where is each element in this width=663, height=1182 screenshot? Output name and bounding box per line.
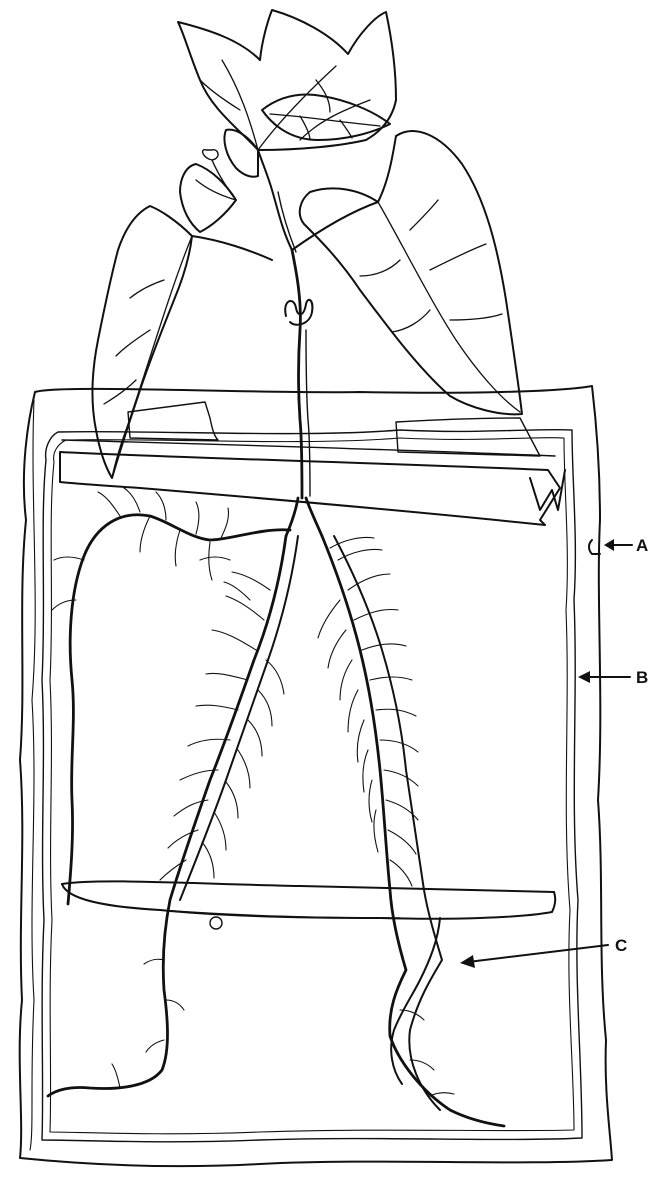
label-a-arrowhead: [604, 539, 614, 551]
root-left-main: [48, 536, 286, 1096]
lateral-roots-left: [160, 557, 284, 880]
label-c-arrowhead: [460, 955, 475, 968]
label-a: A: [636, 536, 648, 555]
right-leaf: [300, 131, 522, 414]
root-far-left: [68, 515, 290, 904]
label-c: C: [615, 936, 627, 955]
root-right-main-2: [334, 536, 442, 1110]
center-left-leaf: [224, 130, 258, 177]
top-clip-strip: [60, 402, 565, 525]
branch-left: [192, 236, 272, 260]
bud: [203, 150, 218, 160]
lateral-roots-right: [318, 537, 418, 886]
plant-stem: [192, 150, 378, 498]
root-right-main: [322, 536, 504, 1126]
clip-top-edge: [62, 440, 555, 456]
left-leaf: [92, 206, 192, 478]
roots: [48, 488, 504, 1126]
water-bubble: [210, 917, 222, 929]
label-c-arrow-line: [468, 945, 608, 962]
left-tab: [128, 402, 218, 440]
label-pointers: [460, 539, 632, 968]
right-leaf-vein: [360, 200, 520, 412]
top-leaflet-2-vein: [270, 114, 380, 140]
water-surface-front: [62, 884, 555, 919]
bag-inner-seam: [42, 430, 582, 1142]
top-leaflet-2: [262, 95, 390, 140]
bag-inner-seam-2: [50, 438, 574, 1134]
main-stem-right: [306, 330, 310, 496]
water-surface-back: [62, 881, 554, 892]
bag-left-edge-line: [30, 400, 35, 1150]
top-leaf: [178, 10, 396, 150]
lateral-roots-far-left: [52, 488, 229, 610]
upper-stem: [258, 150, 292, 250]
label-b-arrowhead: [578, 671, 590, 683]
label-b: B: [636, 668, 648, 687]
water-level-line: [160, 910, 400, 918]
water: [62, 881, 555, 929]
